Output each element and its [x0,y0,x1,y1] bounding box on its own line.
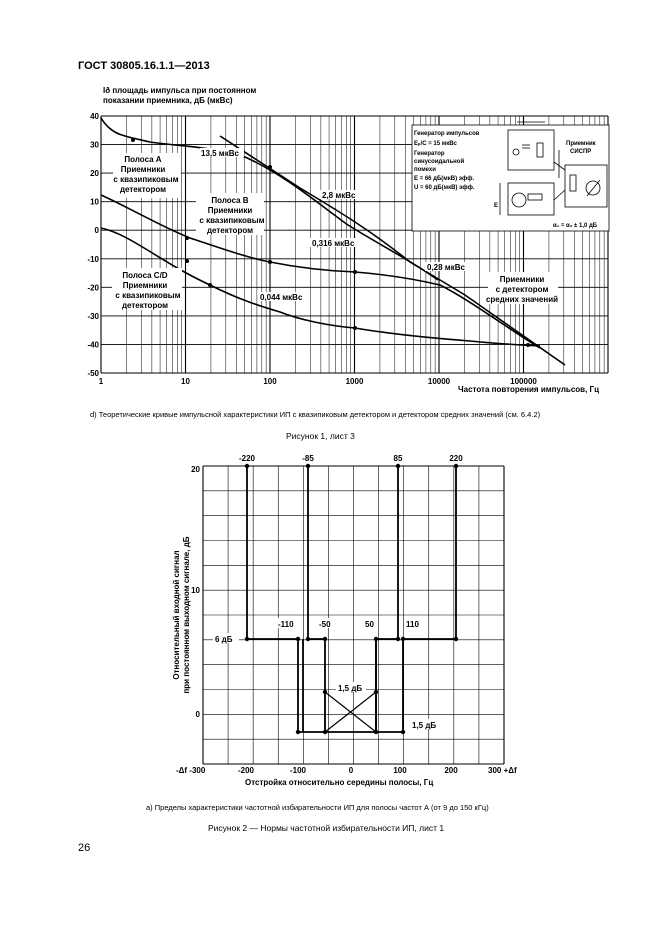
inset-gen-2: Eₚ/C = 15 мкВс [414,141,458,147]
x-left-label: -Δf -300 [176,766,206,775]
y-tick: 20 [90,169,99,178]
band-a-sub1: Приемники [121,165,166,174]
y-tick-labels: 40 30 20 10 0 -10 -20 -30 -40 -50 [87,112,99,378]
limit-markers [244,463,459,735]
curve-band-a [100,117,439,281]
chart-grid [202,465,505,765]
selectivity-chart: -220 -85 85 220 20 10 0 -200 -100 0 100 … [172,454,517,787]
band-a-sub3: детектором [120,185,166,194]
x-tick: 100000 [510,377,537,386]
y-axis-title-line1: Относительный входной сигнал [172,550,181,679]
inset-gen-5: помехи [414,167,436,173]
x-tick: 100 [393,766,407,775]
x-tick: 0 [349,766,354,775]
band-b-sub1: Приемники [208,206,253,215]
y-tick-labels: 20 10 0 [191,465,200,719]
x-axis-title: Частота повторения импульсов, Гц [458,385,599,394]
y-tick: -10 [87,255,99,264]
curve-markers [131,138,530,347]
x-tick: 1000 [346,377,364,386]
y-tick: 40 [90,112,99,121]
value-0-28: 0,28 мкВс [427,263,465,272]
limit-lines [246,466,457,733]
y-tick: -40 [87,340,99,349]
x-tick: 100 [263,377,277,386]
inset-gen-4: синусоидальной [414,158,464,165]
curve-average [219,135,566,366]
avg-label-3: средних значений [486,295,558,304]
y-tick: 10 [90,198,99,207]
x-tick: 10 [181,377,190,386]
figure2-title: Рисунок 2 — Нормы частотной избирательно… [208,823,445,833]
y-axis-title-line2: при постоянном выходном сигнале, дБ [182,536,191,693]
label-plus-50: 50 [365,620,374,629]
band-cd-sub2: с квазипиковым [115,291,180,300]
x-right-label: 300 +Δf [488,766,517,775]
top-label: -85 [302,454,314,463]
band-cd-sub3: детектором [122,301,168,310]
y-tick: 0 [196,710,201,719]
y-tick: 0 [95,226,100,235]
x-tick-labels: 1 10 100 1000 10000 100000 [99,377,538,386]
inset-gen-3: Генератор [414,151,445,157]
x-tick: -100 [290,766,307,775]
avg-label-2: с детектором [496,285,549,294]
top-label: -220 [239,454,256,463]
x-tick: 1 [99,377,104,386]
y-tick: -30 [87,312,99,321]
y-tick: -50 [87,369,99,378]
y-axis-title-line1: Ið площадь импульса при постоянном [103,86,256,95]
band-a-label: Полоса А [124,155,161,164]
y-tick: 10 [191,586,200,595]
avg-label-1: Приемники [500,275,545,284]
band-b-sub2: с квазипиковым [199,216,264,225]
label-minus-50: -50 [319,620,331,629]
label-1-5db-bottom: 1,5 дБ [412,721,436,730]
inset-rx-1: Приемник [566,141,596,147]
figure1-title: Рисунок 1, лист 3 [286,431,355,441]
value-13-5: 13,5 мкВс [201,149,239,158]
band-cd-label: Полоса C/D [122,271,167,280]
label-plus-110: 110 [406,620,419,629]
band-b-label: Полоса В [211,196,248,205]
value-0-044: 0,044 мкВс [260,293,303,302]
y-tick: -20 [87,283,99,292]
inset-rx-2: СИСПР [570,149,591,155]
label-minus-110: -110 [278,620,294,629]
y-tick: 30 [90,141,99,150]
document-header: ГОСТ 30805.16.1.1—2013 [78,60,210,72]
inset-gen-7: U = 60 дБ(мкВ) эфф. [414,184,475,191]
band-b-sub3: детектором [207,226,253,235]
page-number: 26 [78,842,91,854]
impulse-response-chart: Ið площадь импульса при постоянном показ… [87,86,610,394]
y-axis-title-line2: показании приемника, дБ (мкВс) [103,96,233,105]
curve-band-b [100,194,541,349]
x-tick: 10000 [428,377,451,386]
x-tick-labels: -200 -100 0 100 200 [238,766,458,775]
inset-gen-6: E = 66 дБ(мкВ) эфф. [414,175,475,182]
x-tick: -200 [238,766,255,775]
figure1-caption: d) Теоретические кривые импульсной харак… [90,410,541,419]
label-6db: 6 дБ [215,635,233,644]
value-0-316: 0,316 мкВс [312,239,355,248]
inset-formula: α₁ = α₂ ± 1,0 дБ [553,223,598,229]
y-tick: 20 [191,465,200,474]
top-labels: -220 -85 85 220 [239,454,463,463]
top-label: 85 [394,454,403,463]
band-cd-sub1: Приемники [123,281,168,290]
circuit-inset: Генератор импульсов Eₚ/C = 15 мкВс Генер… [411,121,610,232]
x-tick: 200 [444,766,458,775]
cross-lines [324,691,377,733]
band-a-sub2: с квазипиковым [113,175,178,184]
inset-gen-1: Генератор импульсов [414,131,480,137]
inset-e-label: E [494,203,498,209]
x-axis-title: Отстройка относительно середины полосы, … [245,778,433,787]
label-1-5db-top: 1,5 дБ [338,684,362,693]
figure2-caption: а) Пределы характеристики частотной изби… [146,803,489,812]
top-label: 220 [449,454,463,463]
curve-band-cd [100,227,541,347]
value-2-8: 2,8 мкВс [322,191,356,200]
